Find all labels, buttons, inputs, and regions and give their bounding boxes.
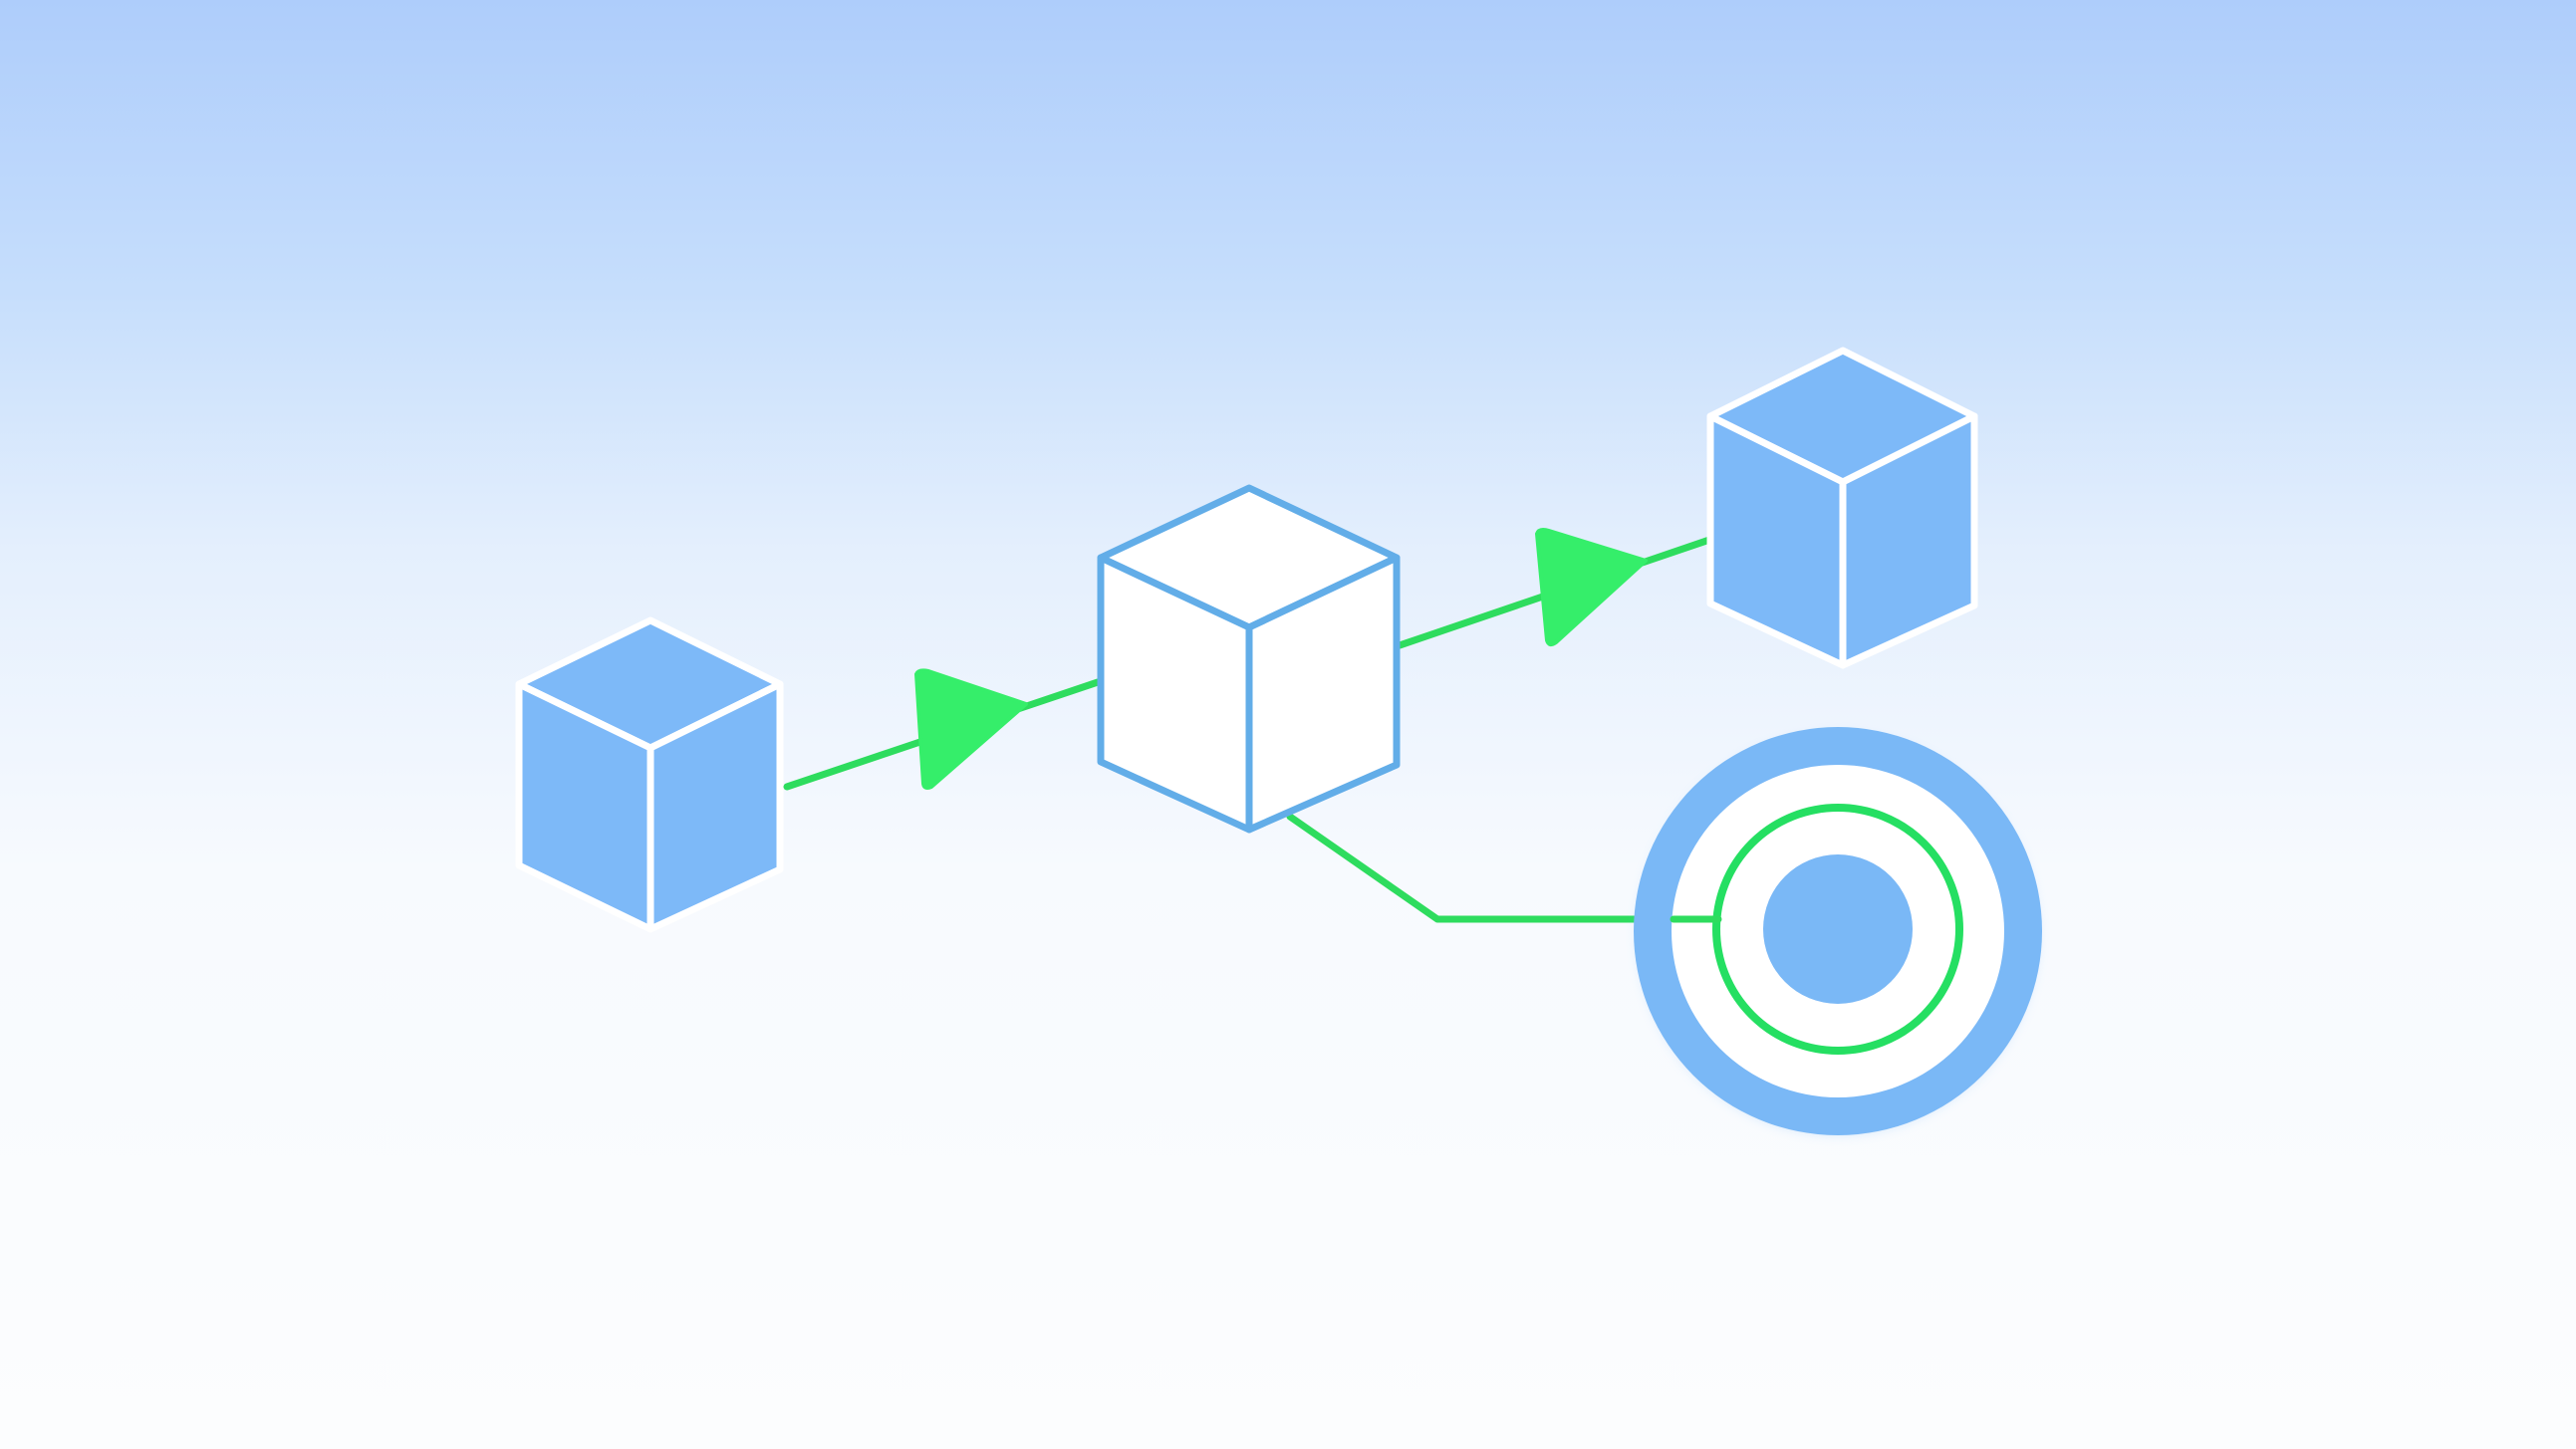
target-node-core	[1763, 854, 1913, 1004]
source-cube[interactable]	[515, 616, 784, 933]
hub-cube[interactable]	[1097, 484, 1401, 834]
hub-cube-right-face	[1245, 554, 1401, 834]
arrowhead-to-hub-cube	[914, 668, 1028, 790]
arrowhead-to-target-cube	[1535, 528, 1648, 647]
arrowheads	[914, 528, 1648, 790]
target-cube-right-face	[1839, 412, 1978, 669]
connector-hub-to-target-node	[1286, 813, 1732, 923]
target-node[interactable]	[1634, 727, 2042, 1135]
target-cube[interactable]	[1706, 347, 1978, 669]
source-cube-right-face	[646, 680, 784, 933]
